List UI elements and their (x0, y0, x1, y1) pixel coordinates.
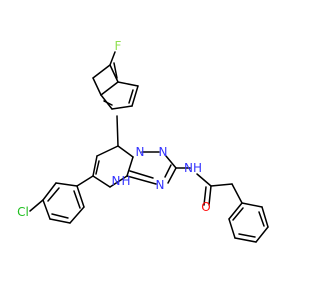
bond (109, 175, 128, 188)
bond (92, 77, 102, 96)
bond (111, 105, 133, 110)
bond (92, 155, 98, 177)
bond (109, 64, 119, 83)
bond (231, 183, 243, 204)
atom-nitrogen-nh: NH (184, 161, 202, 175)
bond (76, 185, 85, 208)
atom-chlorine: Cl (17, 205, 29, 219)
bond (228, 202, 243, 220)
bond (73, 190, 81, 209)
bond (42, 182, 57, 201)
bond (55, 182, 78, 187)
bond (109, 51, 116, 66)
bond (261, 206, 269, 228)
atom-nitrogen-1: N (136, 145, 145, 159)
bond (92, 175, 111, 188)
bond (95, 160, 100, 175)
bonds (29, 51, 269, 243)
bond (203, 186, 207, 206)
bond (241, 202, 263, 208)
bond (117, 145, 134, 158)
bond (258, 211, 265, 227)
bond (255, 226, 269, 243)
bond (69, 206, 85, 224)
atom-hydrogen-4: H (121, 174, 130, 188)
bond (113, 62, 118, 79)
bond (131, 85, 139, 107)
atom-nitrogen-3: N (156, 178, 165, 192)
bond (51, 213, 69, 219)
bond (126, 175, 157, 185)
bond (100, 81, 119, 96)
atom-nitrogen-2: N (159, 145, 168, 159)
bond (164, 164, 172, 178)
bond (126, 156, 134, 177)
bond (234, 237, 257, 243)
atom-nitrogen-4: N (112, 174, 121, 188)
bond (96, 145, 119, 157)
bond (76, 175, 94, 187)
bond (116, 115, 119, 147)
bond (210, 183, 233, 187)
bond (117, 81, 139, 87)
bond (167, 167, 177, 184)
bond (238, 233, 256, 238)
bond (208, 185, 212, 206)
bond (49, 218, 71, 224)
bond (103, 100, 113, 106)
bond (128, 89, 134, 104)
molecule-diagram: F Cl N N NH N N H O (17, 39, 269, 243)
bond (165, 155, 177, 169)
bond (129, 170, 154, 179)
atom-fluorine: F (115, 39, 122, 53)
bond (29, 199, 44, 212)
bond (42, 199, 51, 220)
bond (232, 207, 244, 221)
atom-oxygen: O (201, 200, 210, 214)
bond (47, 187, 60, 202)
atom-labels: F Cl N N NH N N H O (17, 39, 211, 219)
bond (196, 173, 212, 187)
bond (92, 64, 111, 79)
bond (228, 218, 236, 239)
